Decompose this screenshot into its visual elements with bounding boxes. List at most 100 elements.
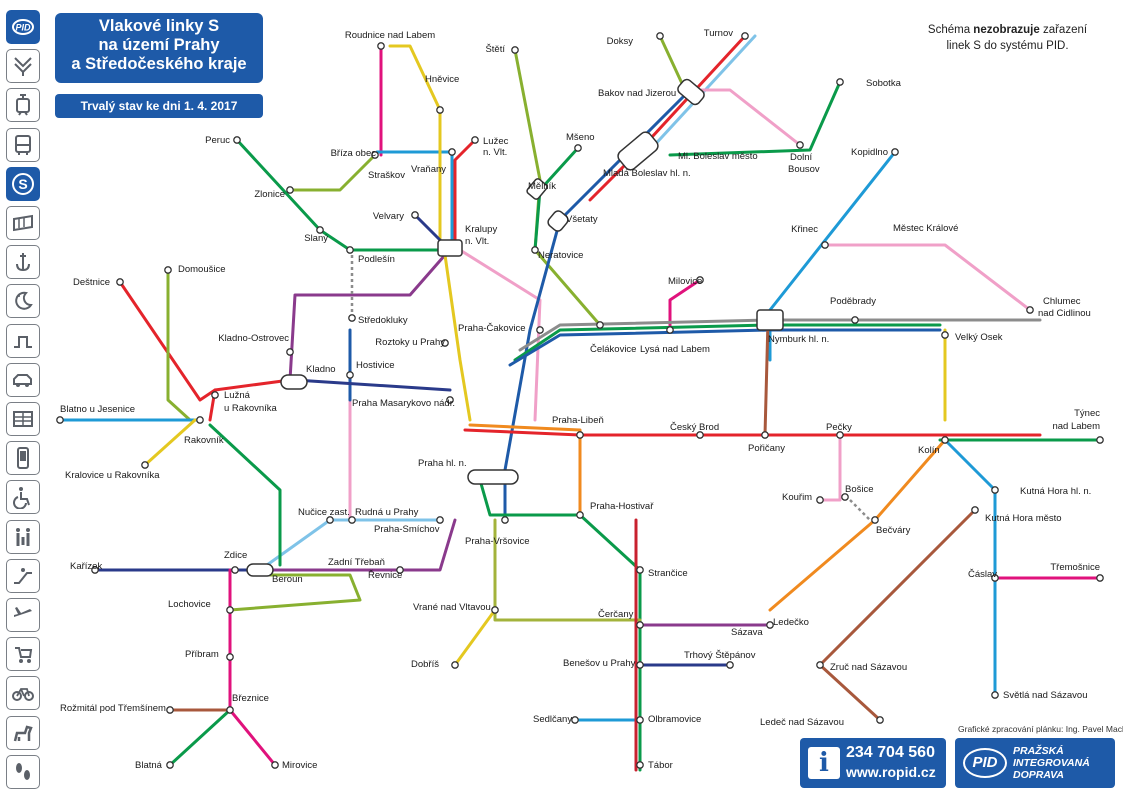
stop-marker[interactable] — [531, 246, 539, 254]
night-icon[interactable] — [6, 284, 40, 319]
station-label-pribram[interactable]: Příbram — [185, 649, 219, 660]
step-icon[interactable] — [6, 323, 40, 358]
station-label-cercany[interactable]: Čerčany — [598, 609, 634, 620]
stop-marker[interactable] — [851, 316, 859, 324]
station-label-zlonice[interactable]: Zlonice — [254, 189, 285, 200]
station-label-ledecko[interactable]: Ledečko — [773, 617, 809, 628]
station-label-kutnahora[interactable]: Kutná Hora hl. n. — [1020, 486, 1091, 497]
station-label-mseno[interactable]: Mšeno — [566, 132, 595, 143]
station-label-vsetaty[interactable]: Všetaty — [566, 214, 598, 225]
station-label-luzna2[interactable]: u Rakovníka — [224, 403, 278, 414]
stop-marker[interactable] — [446, 396, 454, 404]
station-label-lysa[interactable]: Lysá nad Labem — [640, 344, 710, 355]
stop-marker[interactable] — [211, 391, 219, 399]
station-label-kopidlno[interactable]: Kopidlno — [851, 147, 888, 158]
station-label-lusec[interactable]: Lužec — [483, 136, 509, 147]
station-label-dobris[interactable]: Dobříš — [411, 659, 439, 670]
station-label-kralupy[interactable]: Kralupy — [465, 224, 497, 235]
stop-marker[interactable] — [441, 339, 449, 347]
stop-marker[interactable] — [816, 496, 824, 504]
station-label-zruc[interactable]: Zruč nad Sázavou — [830, 662, 907, 673]
hub-kralupy[interactable] — [437, 239, 463, 257]
stop-marker[interactable] — [226, 653, 234, 661]
station-label-beroun[interactable]: Beroun — [272, 574, 303, 585]
station-label-mladaboleslav[interactable]: Mladá Boleslav hl. n. — [603, 168, 691, 179]
stop-marker[interactable] — [346, 371, 354, 379]
station-label-breznice[interactable]: Březnice — [232, 693, 269, 704]
car-icon[interactable] — [6, 362, 40, 397]
station-label-nymburk[interactable]: Nymburk hl. n. — [768, 334, 829, 345]
station-label-melnik[interactable]: Mělník — [528, 181, 556, 192]
stop-marker[interactable] — [501, 516, 509, 524]
stop-marker[interactable] — [741, 32, 749, 40]
train-s-icon[interactable]: S — [6, 166, 40, 201]
stop-marker[interactable] — [511, 46, 519, 54]
station-label-chlumec[interactable]: Chlumec — [1043, 296, 1081, 307]
station-label-masarykovo[interactable]: Praha Masarykovo nádr. — [352, 398, 455, 409]
station-label-zdice[interactable]: Zdice — [224, 550, 247, 561]
stop-marker[interactable] — [816, 661, 824, 669]
station-label-doksy[interactable]: Doksy — [607, 36, 634, 47]
station-label-ledec[interactable]: Ledeč nad Sázavou — [760, 717, 844, 728]
station-label-tynec[interactable]: Týnec — [1074, 408, 1100, 419]
station-label-becvary[interactable]: Bečváry — [876, 525, 911, 536]
stop-marker[interactable] — [841, 493, 849, 501]
stop-marker[interactable] — [226, 606, 234, 614]
station-label-sazava[interactable]: Sázava — [731, 627, 763, 638]
station-label-kralupy2[interactable]: n. Vlt. — [465, 236, 489, 247]
stop-marker[interactable] — [536, 326, 544, 334]
station-label-steti[interactable]: Štětí — [485, 44, 505, 55]
station-label-lochovice[interactable]: Lochovice — [168, 599, 211, 610]
stop-marker[interactable] — [491, 606, 499, 614]
station-label-bosice[interactable]: Bošice — [845, 484, 874, 495]
station-label-smichov[interactable]: Praha-Smíchov — [374, 524, 440, 535]
stop-marker[interactable] — [1096, 436, 1104, 444]
station-label-kourim[interactable]: Kouřim — [782, 492, 812, 503]
station-label-milovice[interactable]: Milovice — [668, 276, 702, 287]
metro-icon[interactable] — [6, 49, 40, 84]
stop-marker[interactable] — [636, 566, 644, 574]
stop-marker[interactable] — [166, 761, 174, 769]
info-box[interactable]: i 234 704 560 www.ropid.cz — [800, 738, 946, 788]
stop-marker[interactable] — [448, 148, 456, 156]
stop-marker[interactable] — [836, 431, 844, 439]
station-label-turnov[interactable]: Turnov — [704, 28, 733, 39]
stop-marker[interactable] — [326, 516, 334, 524]
station-label-mlboleslav[interactable]: Ml. Boleslav město — [678, 151, 758, 162]
stop-marker[interactable] — [576, 511, 584, 519]
station-label-karizek[interactable]: Kařízek — [70, 561, 102, 572]
pid-logo-icon[interactable]: PID — [6, 10, 40, 44]
stop-marker[interactable] — [991, 486, 999, 494]
stop-marker[interactable] — [726, 661, 734, 669]
stop-marker[interactable] — [348, 314, 356, 322]
station-label-brizaobec[interactable]: Bříza obec — [331, 148, 377, 159]
stop-marker[interactable] — [821, 241, 829, 249]
hub-mladaboleslav[interactable] — [616, 130, 661, 173]
mobile-icon[interactable] — [6, 441, 40, 476]
stop-marker[interactable] — [141, 461, 149, 469]
family-icon[interactable] — [6, 519, 40, 554]
station-label-chlumec2[interactable]: nad Cidlinou — [1038, 308, 1091, 319]
station-label-sobotka[interactable]: Sobotka — [866, 78, 902, 89]
station-label-destnice[interactable]: Deštnice — [73, 277, 110, 288]
stop-marker[interactable] — [451, 661, 459, 669]
station-label-domousice[interactable]: Domoušice — [178, 264, 226, 275]
airplane-icon[interactable] — [6, 598, 40, 632]
station-label-nucice[interactable]: Nučice zast. — [298, 507, 350, 518]
station-label-rozmital[interactable]: Rožmitál pod Třemšínem — [60, 703, 166, 714]
stop-marker[interactable] — [436, 106, 444, 114]
station-label-roudnice[interactable]: Roudnice nad Labem — [345, 30, 435, 41]
station-label-kladno[interactable]: Kladno — [306, 364, 336, 375]
station-label-roztoky[interactable]: Roztoky u Prahy — [375, 337, 445, 348]
stop-marker[interactable] — [991, 691, 999, 699]
dog-icon[interactable] — [6, 715, 40, 750]
stop-marker[interactable] — [696, 431, 704, 439]
stop-marker[interactable] — [1096, 574, 1104, 582]
stop-marker[interactable] — [666, 326, 674, 334]
station-label-ceskybrod[interactable]: Český Brod — [670, 422, 719, 433]
stop-marker[interactable] — [576, 431, 584, 439]
stop-marker[interactable] — [1026, 306, 1034, 314]
stop-marker[interactable] — [656, 32, 664, 40]
station-label-velkyosek[interactable]: Velký Osek — [955, 332, 1003, 343]
stop-marker[interactable] — [346, 246, 354, 254]
